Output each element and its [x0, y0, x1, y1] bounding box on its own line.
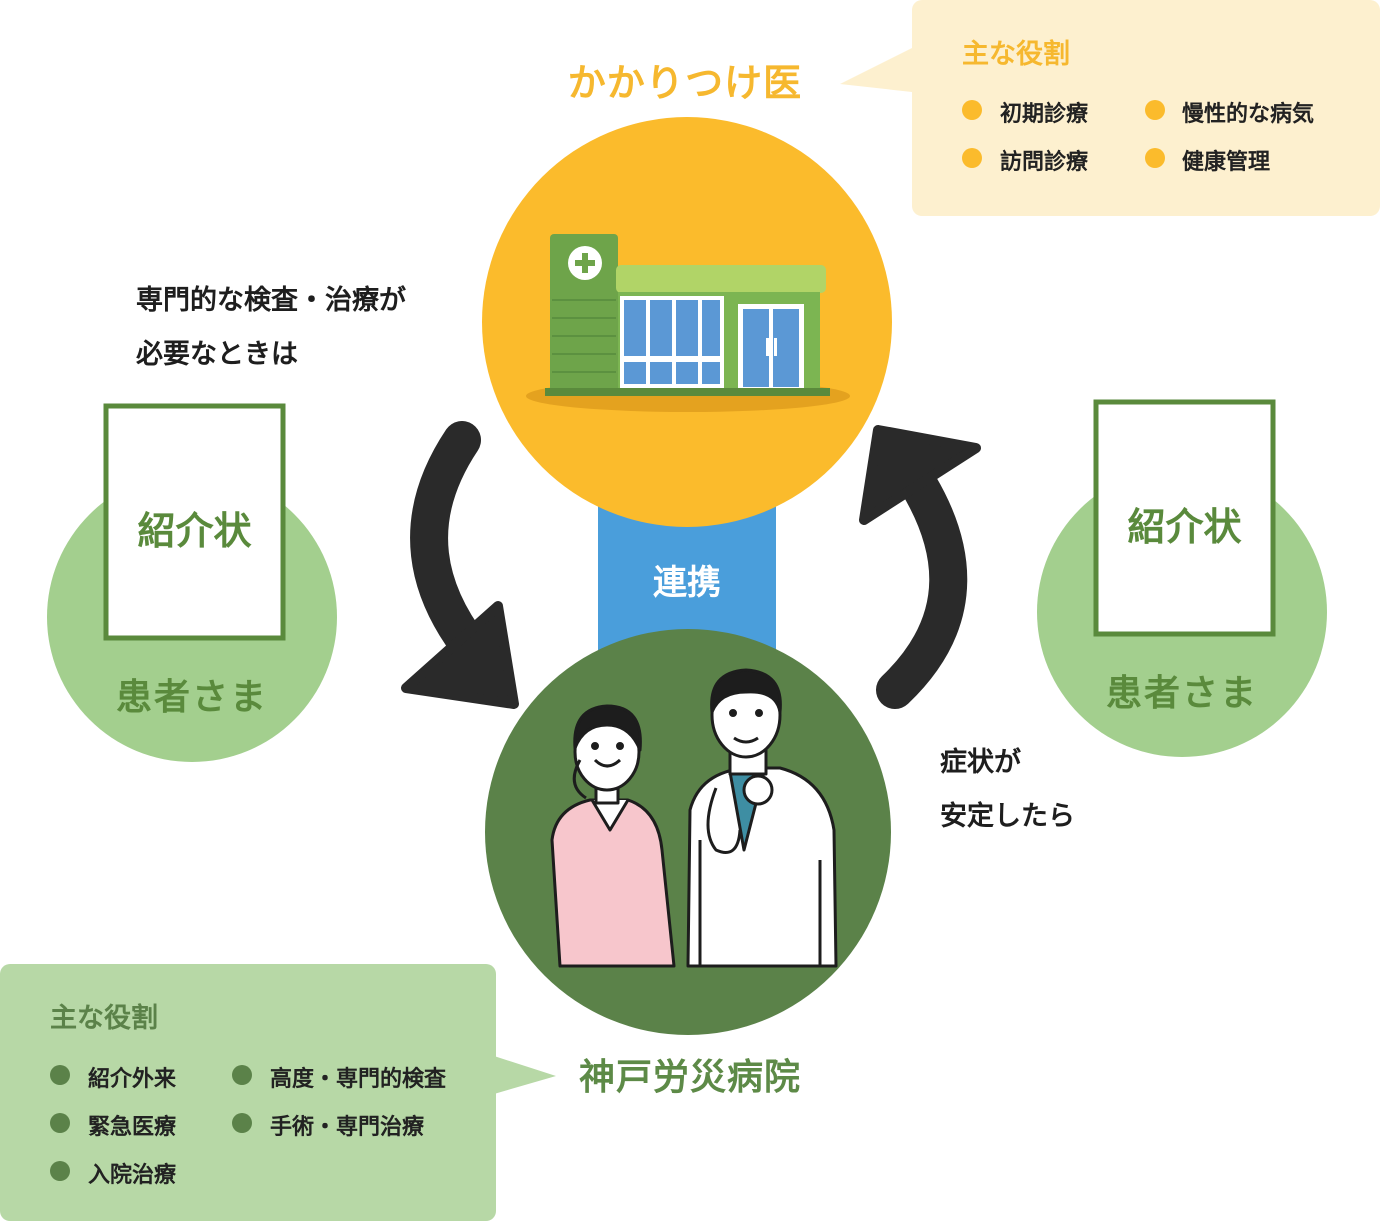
note-left-line1: 専門的な検査・治療が: [136, 285, 406, 316]
note-right-line2: 安定したら: [940, 801, 1075, 832]
hospital-roles-box: [0, 964, 496, 1221]
bullet-icon: [232, 1065, 252, 1085]
bullet-icon: [1145, 100, 1165, 120]
hospital-role-item: 手術・専門治療: [270, 1115, 425, 1140]
bullet-icon: [50, 1161, 70, 1181]
clinic-role-item: 健康管理: [1182, 150, 1271, 175]
arrow-to-hospital-icon: [401, 421, 519, 709]
clinic-role-item: 初期診療: [1000, 102, 1089, 127]
hospital-role-item: 緊急医療: [88, 1115, 177, 1140]
note-right: 症状が 安定したら: [940, 736, 1075, 844]
patient-right-label: 患者さま: [1105, 673, 1258, 714]
bullet-icon: [50, 1113, 70, 1133]
bullet-icon: [1145, 148, 1165, 168]
bullet-icon: [232, 1113, 252, 1133]
hospital-role-item: 入院治療: [88, 1163, 177, 1188]
clinic-roles-pointer: [840, 48, 912, 92]
referral-letter-left-icon: [103, 403, 286, 641]
hospital-roles-title: 主な役割: [50, 1003, 158, 1034]
hospital-role-item: 紹介外来: [88, 1067, 177, 1092]
arrow-to-clinic-icon: [859, 425, 981, 709]
note-left: 専門的な検査・治療が 必要なときは: [136, 274, 406, 382]
clinic-roles-title: 主な役割: [962, 39, 1070, 70]
medical-staff-icon: [550, 668, 838, 968]
clinic-building-icon: [526, 234, 850, 412]
clinic-role-item: 慢性的な病気: [1182, 102, 1315, 127]
link-label: 連携: [653, 563, 721, 603]
bullet-icon: [962, 100, 982, 120]
bullet-icon: [50, 1065, 70, 1085]
referral-letter-right-label: 紹介状: [1127, 505, 1242, 549]
hospital-roles-pointer: [494, 1056, 556, 1094]
patient-left-label: 患者さま: [115, 677, 268, 718]
clinic-role-item: 訪問診療: [1000, 150, 1089, 175]
referral-letter-right-icon: [1093, 399, 1276, 637]
hospital-role-item: 高度・専門的検査: [270, 1067, 447, 1092]
clinic-title: かかりつけ医: [567, 61, 803, 105]
bullet-icon: [962, 148, 982, 168]
hospital-title: 神戸労災病院: [578, 1057, 801, 1098]
referral-letter-left-label: 紹介状: [137, 509, 252, 553]
note-left-line2: 必要なときは: [136, 339, 298, 370]
note-right-line1: 症状が: [940, 747, 1021, 778]
